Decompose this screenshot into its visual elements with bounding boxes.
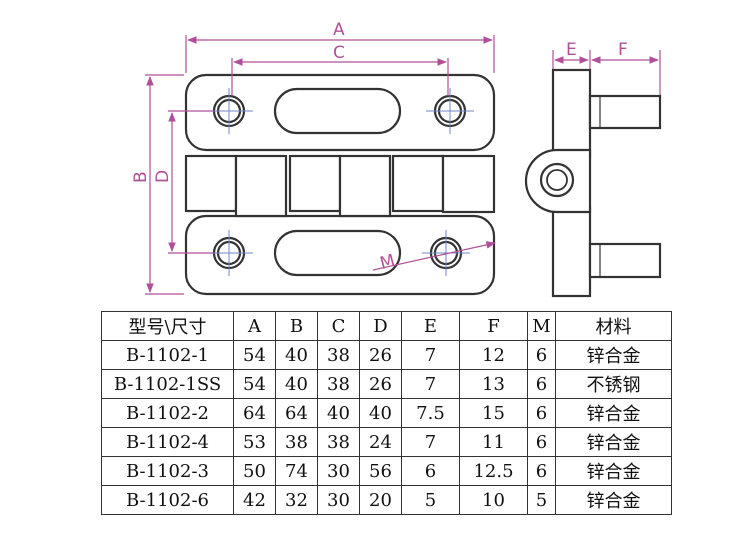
cell-f: 15 <box>459 398 528 428</box>
cell-model: B-1102-1 <box>101 340 234 370</box>
cell-b: 74 <box>275 456 318 486</box>
cell-m: 5 <box>527 485 556 515</box>
cell-model: B-1102-2 <box>101 398 234 428</box>
header-f: F <box>459 311 528 341</box>
cell-e: 6 <box>401 456 460 486</box>
dimension-lines <box>145 35 661 295</box>
cell-model: B-1102-3 <box>101 456 234 486</box>
top-leaf <box>184 73 496 152</box>
cell-d: 24 <box>359 427 402 457</box>
cell-f: 12.5 <box>459 456 528 486</box>
dim-label-c: C <box>333 43 345 63</box>
cell-d: 26 <box>359 369 402 399</box>
cell-material: 锌合金 <box>555 398 672 428</box>
dim-label-e: E <box>566 40 577 60</box>
cell-a: 54 <box>233 340 276 370</box>
header-b: B <box>275 311 318 341</box>
cell-material: 不锈钢 <box>555 369 672 399</box>
header-m: M <box>527 311 556 341</box>
cell-model: B-1102-6 <box>101 485 234 515</box>
cell-f: 12 <box>459 340 528 370</box>
cell-m: 6 <box>527 369 556 399</box>
cell-m: 6 <box>527 398 556 428</box>
cell-c: 30 <box>317 456 360 486</box>
cell-e: 7 <box>401 427 460 457</box>
cell-model: B-1102-4 <box>101 427 234 457</box>
table-row: B-1102-1 54 40 38 26 7 12 6 锌合金 <box>101 340 672 370</box>
dim-label-f: F <box>618 40 628 60</box>
cell-model: B-1102-1SS <box>101 369 234 399</box>
cell-a: 50 <box>233 456 276 486</box>
dim-label-m: M <box>378 251 397 274</box>
top-slot <box>273 87 402 135</box>
cell-c: 38 <box>317 340 360 370</box>
cell-d: 40 <box>359 398 402 428</box>
bottom-slot <box>273 229 402 277</box>
table-row: B-1102-1SS 54 40 38 26 7 13 6 不锈钢 <box>101 369 672 399</box>
cell-e: 7.5 <box>401 398 460 428</box>
table-row: B-1102-4 53 38 38 24 7 11 6 锌合金 <box>101 427 672 457</box>
pin-inner <box>546 169 568 191</box>
header-e: E <box>401 311 460 341</box>
cell-c: 38 <box>317 427 360 457</box>
cell-d: 20 <box>359 485 402 515</box>
cell-material: 锌合金 <box>555 456 672 486</box>
table-header-row: 型号\尺寸 A B C D E F M 材料 <box>101 311 672 341</box>
cell-m: 6 <box>527 456 556 486</box>
header-material: 材料 <box>555 311 672 341</box>
cell-f: 13 <box>459 369 528 399</box>
side-bottom-pin <box>588 242 662 279</box>
header-model-size: 型号\尺寸 <box>101 311 234 341</box>
dim-label-d: D <box>153 170 173 183</box>
table-row: B-1102-6 42 32 30 20 5 10 5 锌合金 <box>101 485 672 515</box>
cell-material: 锌合金 <box>555 485 672 515</box>
cell-a: 53 <box>233 427 276 457</box>
cell-m: 6 <box>527 340 556 370</box>
header-c: C <box>317 311 360 341</box>
cell-material: 锌合金 <box>555 427 672 457</box>
cell-a: 64 <box>233 398 276 428</box>
header-a: A <box>233 311 276 341</box>
cell-e: 7 <box>401 369 460 399</box>
cell-c: 30 <box>317 485 360 515</box>
cell-b: 38 <box>275 427 318 457</box>
table-row: B-1102-2 64 64 40 40 7.5 15 6 锌合金 <box>101 398 672 428</box>
cell-b: 32 <box>275 485 318 515</box>
cell-a: 54 <box>233 369 276 399</box>
bottom-leaf <box>184 214 496 296</box>
table-row: B-1102-3 50 74 30 56 6 12.5 6 锌合金 <box>101 456 672 486</box>
cell-b: 40 <box>275 340 318 370</box>
cell-material: 锌合金 <box>555 340 672 370</box>
header-d: D <box>359 311 402 341</box>
cell-d: 26 <box>359 340 402 370</box>
cell-c: 38 <box>317 369 360 399</box>
side-view <box>524 68 662 298</box>
front-view <box>184 73 496 296</box>
cell-a: 42 <box>233 485 276 515</box>
spec-table: 型号\尺寸 A B C D E F M 材料 B-1102-1 54 40 38… <box>101 311 672 515</box>
side-top-leaf <box>551 68 592 160</box>
dim-label-b: B <box>131 171 151 183</box>
hinge-drawing: A C B D E F M <box>131 20 662 298</box>
side-bottom-leaf <box>551 206 592 298</box>
cell-e: 5 <box>401 485 460 515</box>
cell-f: 10 <box>459 485 528 515</box>
cell-m: 6 <box>527 427 556 457</box>
cell-e: 7 <box>401 340 460 370</box>
cell-d: 56 <box>359 456 402 486</box>
knuckles <box>184 154 496 218</box>
cell-c: 40 <box>317 398 360 428</box>
side-top-pin <box>588 94 662 130</box>
cell-b: 64 <box>275 398 318 428</box>
cell-b: 40 <box>275 369 318 399</box>
cell-f: 11 <box>459 427 528 457</box>
dim-label-a: A <box>333 20 345 40</box>
